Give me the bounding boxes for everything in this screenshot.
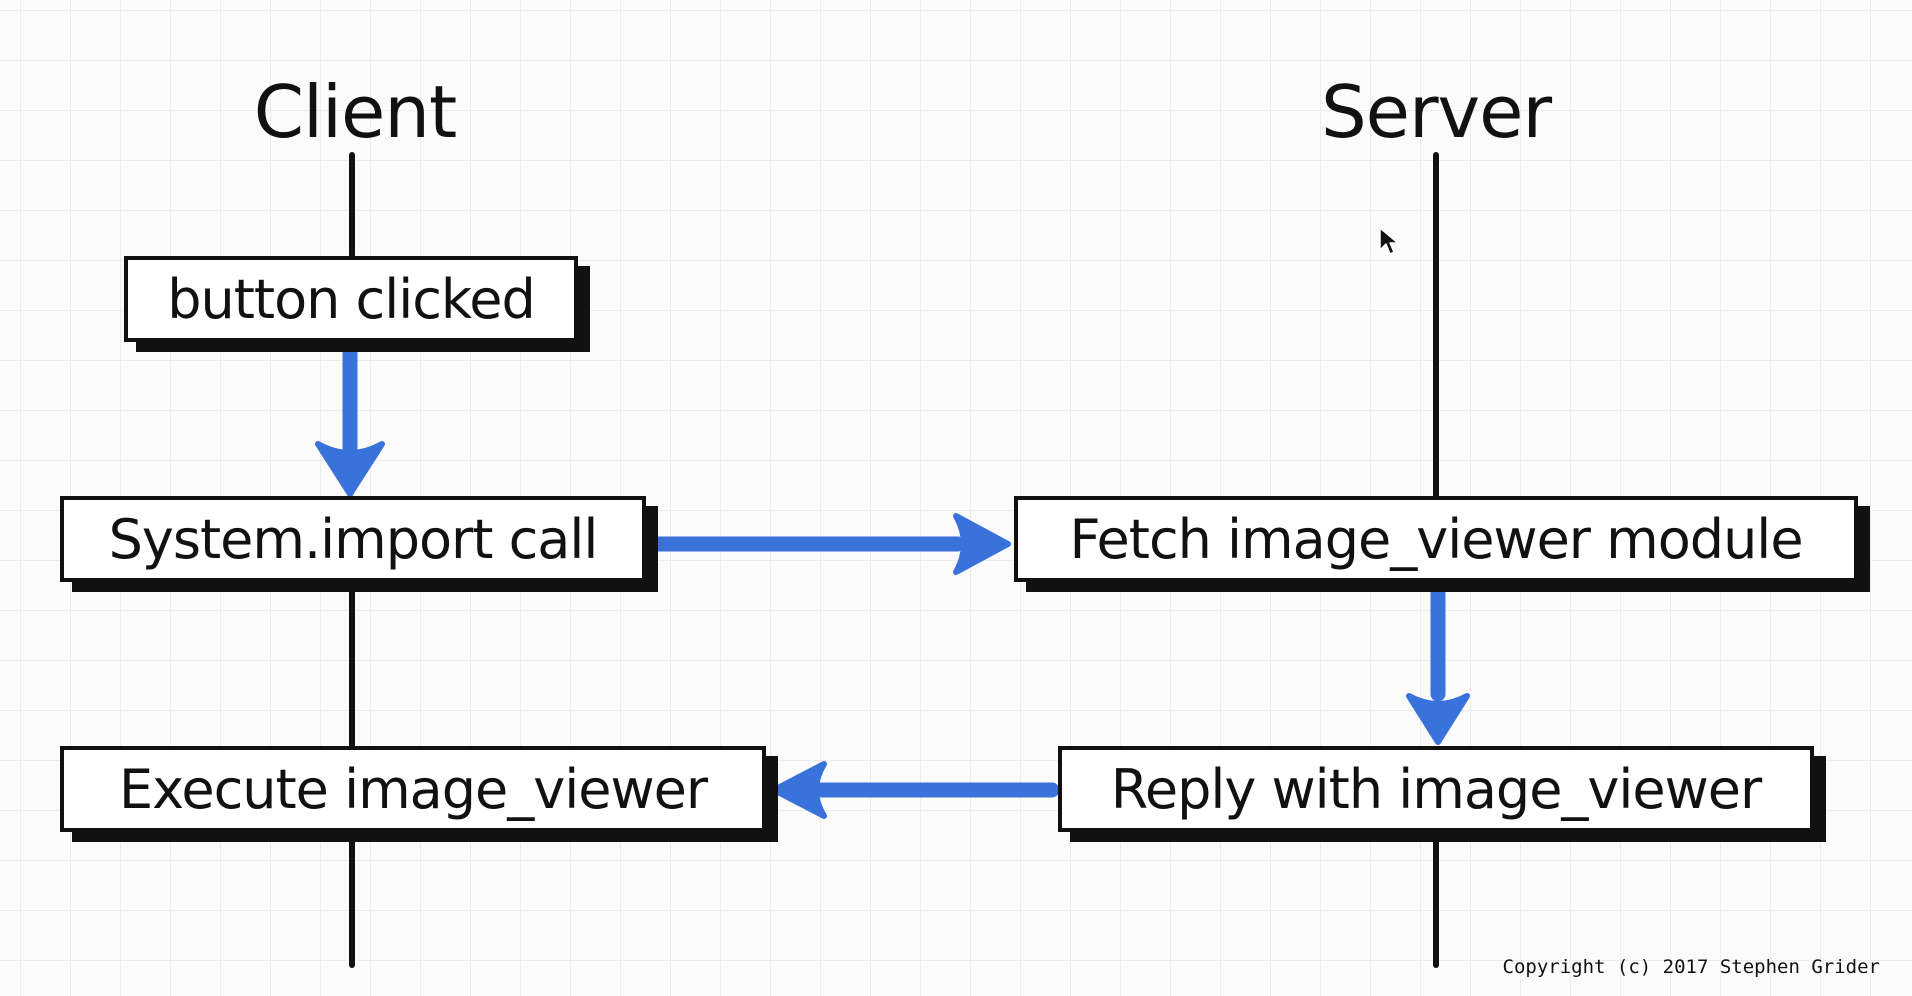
- fetch-module-label: Fetch image_viewer module: [1069, 507, 1803, 571]
- client-lifeline-middle: [349, 588, 355, 748]
- client-lane-title: Client: [253, 70, 457, 154]
- system-import-call-label: System.import call: [108, 507, 599, 571]
- button-clicked-box: button clicked: [124, 256, 578, 342]
- button-clicked-label: button clicked: [167, 267, 536, 331]
- copyright-notice: Copyright (c) 2017 Stephen Grider: [1502, 956, 1881, 978]
- server-lifeline-bottom: [1433, 838, 1439, 968]
- arrow-fetch-to-reply: [1406, 585, 1470, 745]
- fetch-module-box: Fetch image_viewer module: [1014, 496, 1858, 582]
- arrow-reply-to-execute: [771, 761, 1060, 819]
- reply-module-box: Reply with image_viewer: [1058, 746, 1814, 832]
- client-lifeline-top: [349, 152, 355, 258]
- server-lane-title: Server: [1320, 70, 1552, 154]
- client-lifeline-bottom: [349, 838, 355, 968]
- execute-module-box: Execute image_viewer: [60, 746, 766, 832]
- execute-module-label: Execute image_viewer: [118, 757, 708, 821]
- arrow-import-to-fetch: [647, 513, 1011, 575]
- arrow-button-to-import: [315, 344, 385, 497]
- server-lifeline-top: [1433, 152, 1439, 500]
- mouse-pointer-icon: [1379, 227, 1399, 255]
- system-import-call-box: System.import call: [60, 496, 646, 582]
- reply-module-label: Reply with image_viewer: [1110, 757, 1762, 821]
